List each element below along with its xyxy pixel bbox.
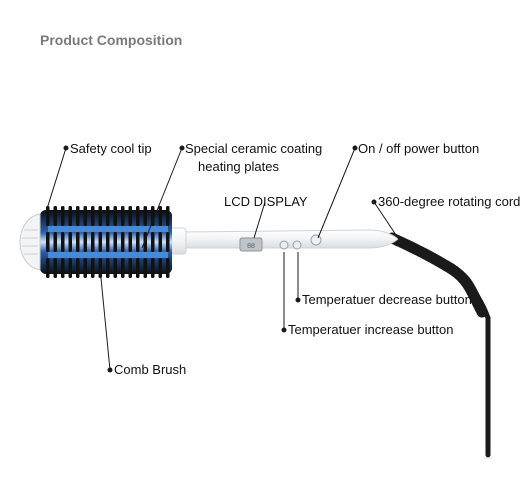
bristle: [68, 232, 72, 252]
bristle: [68, 206, 72, 226]
power-button: [310, 234, 322, 246]
bristle: [53, 258, 57, 278]
label-power-button: On / off power button: [358, 141, 480, 156]
bristle: [68, 258, 72, 278]
bristle: [166, 232, 170, 252]
label-ceramic-line2: heating plates: [198, 159, 279, 174]
bristle: [98, 206, 102, 226]
bristle: [61, 232, 65, 252]
bristle: [91, 232, 95, 252]
bristle: [76, 232, 80, 252]
bristle: [46, 258, 50, 278]
bristle: [158, 258, 162, 278]
bristle: [136, 206, 140, 226]
bristle: [83, 258, 87, 278]
bristle: [143, 258, 147, 278]
leader-lines: [45, 145, 403, 373]
bristle: [143, 206, 147, 226]
ceramic-plate-bottom: [48, 252, 168, 258]
lcd-digits: 88: [247, 243, 255, 250]
decrease-button: [292, 240, 302, 250]
bristle: [151, 258, 155, 278]
bristle: [136, 232, 140, 252]
bristle: [151, 206, 155, 226]
bristle: [128, 258, 132, 278]
bristle: [121, 232, 125, 252]
label-safety-cool-tip: Safety cool tip: [70, 141, 152, 156]
bristle: [61, 258, 65, 278]
label-decrease-button: Temperatuer decrease button: [302, 292, 472, 307]
product-diagram: Product Composition 88: [19, 32, 520, 458]
bristle: [166, 258, 170, 278]
bristle: [113, 206, 117, 226]
label-comb-brush: Comb Brush: [114, 362, 187, 377]
bristle: [113, 258, 117, 278]
bristle: [91, 258, 95, 278]
bristle: [46, 232, 50, 252]
bristle: [61, 206, 65, 226]
hair-brush-illustration: 88: [19, 145, 491, 458]
safety-cool-tip: [19, 213, 41, 271]
bristle: [53, 232, 57, 252]
bristle: [121, 258, 125, 278]
bristle: [158, 232, 162, 252]
handle-body: [179, 229, 399, 249]
bristles: [46, 206, 170, 278]
bristle: [83, 232, 87, 252]
bristle: [128, 206, 132, 226]
label-rotating-cord: 360-degree rotating cord: [378, 194, 520, 209]
bristle: [46, 206, 50, 226]
bristle: [106, 258, 110, 278]
bristle: [106, 232, 110, 252]
bristle: [166, 206, 170, 226]
cord-sleeve: [386, 232, 488, 318]
bristle: [136, 258, 140, 278]
label-lcd-display: LCD DISPLAY: [224, 194, 308, 209]
bristle: [76, 258, 80, 278]
power-cord: [392, 239, 491, 458]
increase-button: [279, 240, 289, 250]
label-increase-button: Temperatuer increase button: [288, 322, 454, 337]
bristle: [53, 206, 57, 226]
bristle: [113, 232, 117, 252]
bristle: [158, 206, 162, 226]
bristle: [83, 206, 87, 226]
label-ceramic-line1: Special ceramic coating: [185, 141, 323, 156]
bristle: [91, 206, 95, 226]
ceramic-plate-top: [48, 226, 168, 232]
bristle: [98, 232, 102, 252]
bristle: [106, 206, 110, 226]
bristle: [121, 206, 125, 226]
diagram-title: Product Composition: [40, 32, 183, 48]
bristle: [76, 206, 80, 226]
bristle: [151, 232, 155, 252]
bristle: [128, 232, 132, 252]
lcd-screen: [239, 237, 263, 252]
